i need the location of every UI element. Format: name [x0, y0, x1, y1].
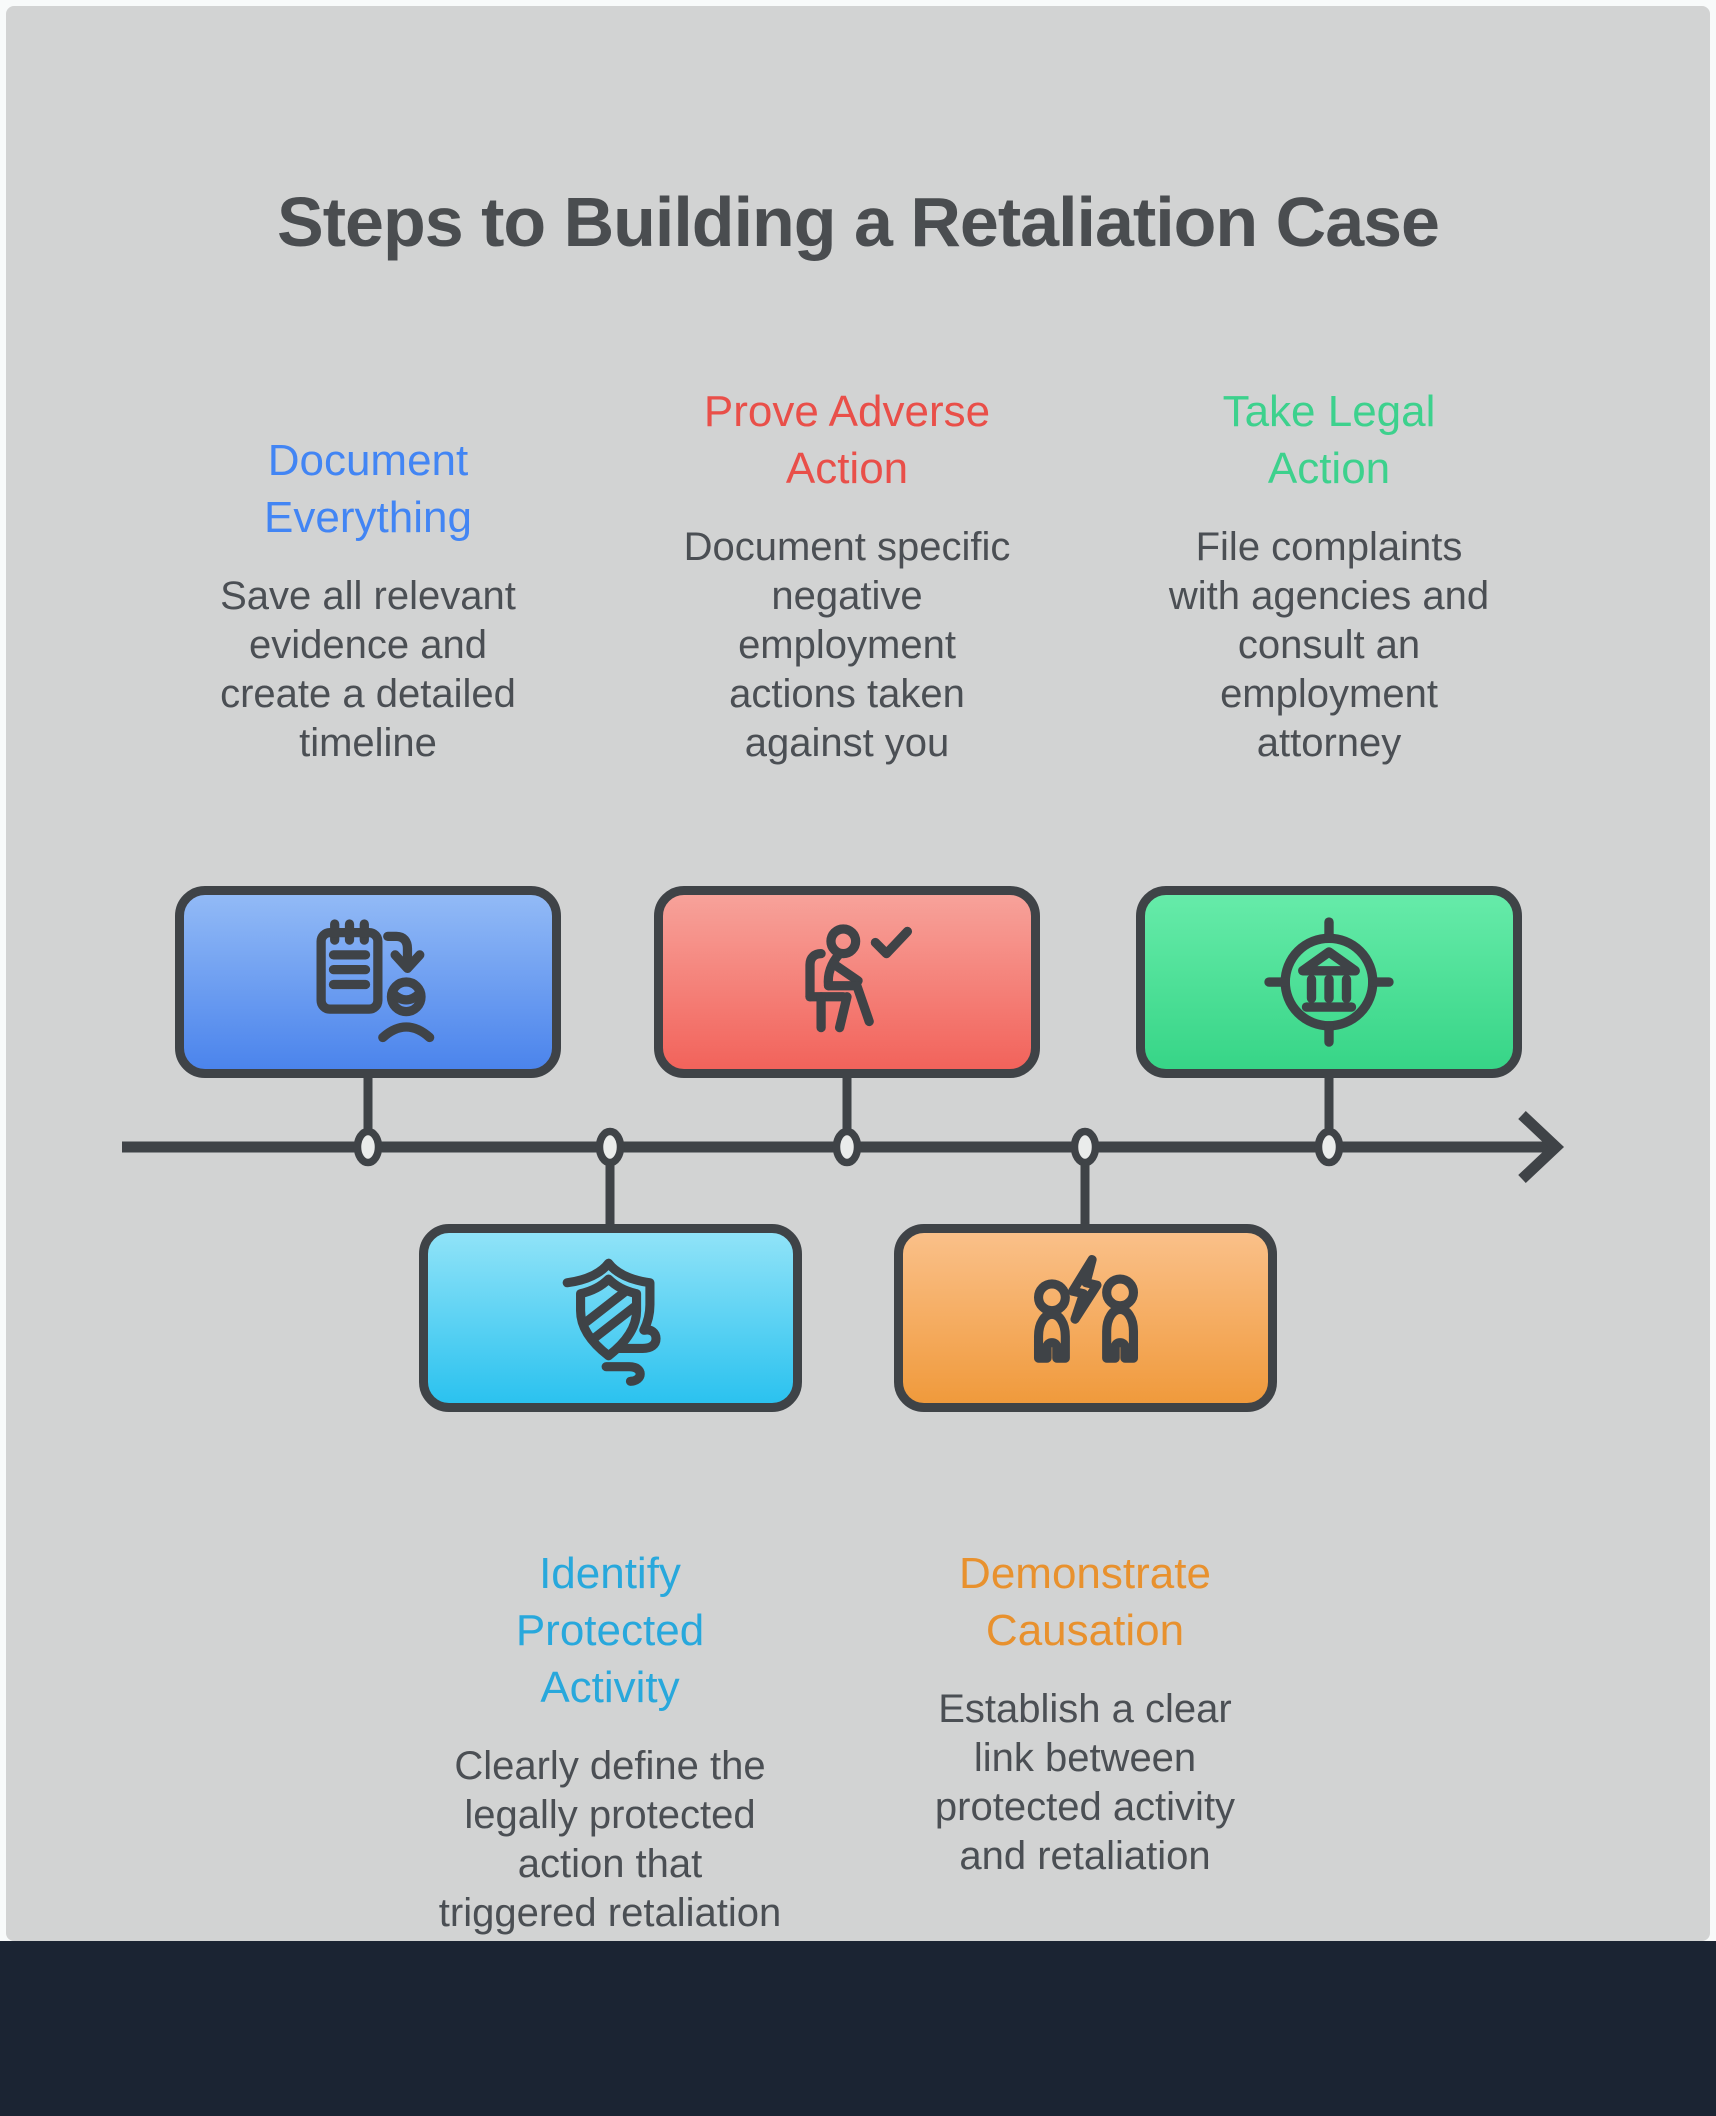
timeline-node-4: [1070, 1127, 1100, 1167]
timeline-node-1: [353, 1127, 383, 1167]
courthouse-target-icon: [1264, 917, 1394, 1047]
step-4-description: Establish a clear link between protected…: [934, 1687, 1236, 1878]
step-3-description: Document specific negative employment ac…: [683, 525, 1011, 765]
step-3-heading: Prove Adverse Action: [703, 387, 991, 493]
step-3-text-block: Prove Adverse Action Document specific n…: [617, 370, 1077, 768]
step-1-card: [175, 886, 561, 1078]
timeline-node-2: [595, 1127, 625, 1167]
step-5-card: [1136, 886, 1522, 1078]
step-2-card: [419, 1224, 802, 1412]
timeline: [122, 1072, 1565, 1230]
page-title: Steps to Building a Retaliation Case: [277, 183, 1440, 261]
step-2-description: Clearly define the legally protected act…: [438, 1744, 782, 1935]
timeline-arrowhead-icon: [1518, 1110, 1565, 1184]
step-4-text-block: Demonstrate Causation Establish a clear …: [855, 1545, 1315, 1881]
step-1-description: Save all relevant evidence and create a …: [220, 574, 516, 765]
seated-person-check-icon: [805, 924, 913, 1033]
step-4-heading: Demonstrate Causation: [959, 1549, 1211, 1655]
step-1-text-block: Document Everything Save all relevant ev…: [138, 370, 598, 768]
step-3-card: [654, 886, 1040, 1078]
step-5-description: File complaints with agencies and consul…: [1168, 525, 1490, 765]
people-conflict-icon: [1033, 1255, 1138, 1363]
timeline-node-5: [1314, 1127, 1344, 1167]
shield-wind-icon: [562, 1258, 661, 1386]
step-2-heading: Identify Protected Activity: [515, 1549, 705, 1712]
footer-bar: [0, 1941, 1716, 2116]
timeline-node-3: [832, 1127, 862, 1167]
step-2-text-block: Identify Protected Activity Clearly defi…: [380, 1545, 840, 1938]
notepad-user-icon: [316, 919, 435, 1043]
step-1-heading: Document Everything: [264, 436, 472, 542]
step-4-card: [894, 1224, 1277, 1412]
step-5-text-block: Take Legal Action File complaints with a…: [1099, 370, 1559, 768]
step-5-heading: Take Legal Action: [1222, 387, 1436, 493]
